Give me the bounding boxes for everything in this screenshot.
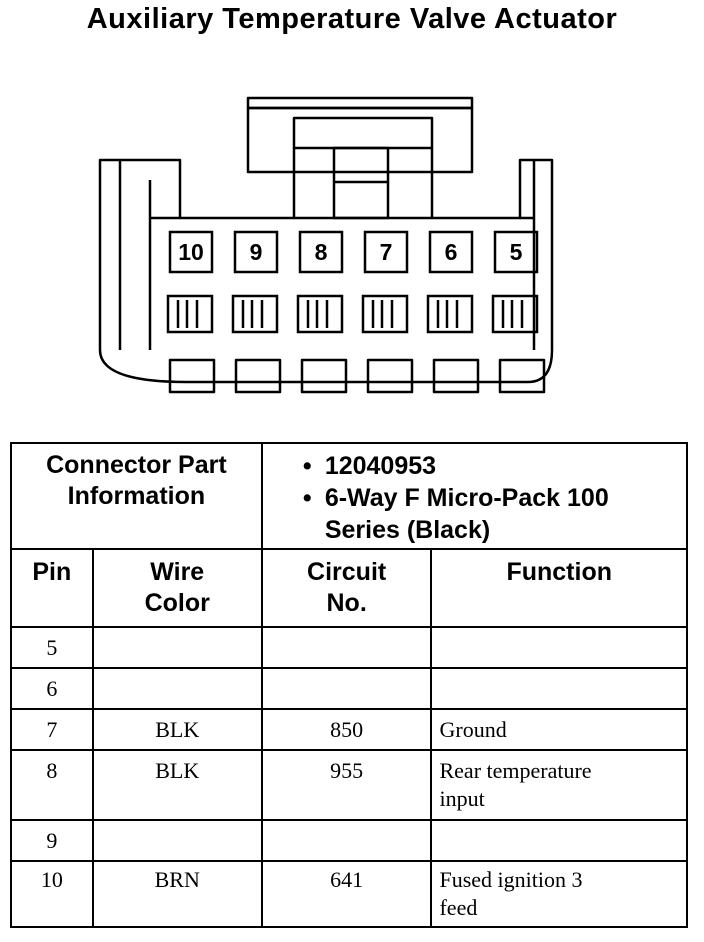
function-line2: feed — [439, 895, 478, 920]
terminal-cavity — [231, 294, 279, 334]
table-row: 9 — [10, 819, 688, 862]
function-line1: Rear temperature — [439, 758, 592, 783]
connector-description: • 6-Way F Micro-Pack 100 — [303, 482, 686, 514]
connector-body-outline — [98, 158, 554, 384]
terminal-cavity — [166, 294, 214, 334]
connector-bottom-tab — [300, 358, 348, 394]
terminal-cavity — [361, 294, 409, 334]
pin-cell: 10 — [10, 860, 94, 928]
pin-cell: 7 — [10, 708, 94, 751]
connector-bottom-tab — [432, 358, 480, 394]
function-line1: Ground — [439, 717, 507, 742]
connector-description-line1: 6-Way F Micro-Pack 100 — [324, 484, 609, 512]
terminal-cavity — [296, 294, 344, 334]
column-header-function-label: Function — [506, 558, 612, 586]
connector-pin-table: Connector Part Information • 12040953 • 6-… — [10, 442, 689, 928]
column-header-wire-color-line1: Wire — [150, 558, 205, 586]
connector-info-label: Connector Part Information — [10, 442, 263, 550]
circuit-cell: 641 — [260, 860, 433, 928]
pin-number-label: 9 — [250, 239, 263, 265]
circuit-cell — [260, 819, 433, 862]
connector-info-label-line1: Connector Part — [46, 451, 227, 479]
wire-color-cell — [91, 626, 263, 669]
connector-info-values: • 12040953 • 6-Way F Micro-Pack 100 Series… — [260, 442, 689, 550]
connector-bottom-tab — [498, 358, 546, 394]
table-row: 8 BLK 955 Rear temperature input — [10, 749, 688, 821]
connector-info-label-line2: Information — [67, 482, 206, 510]
table-row: 5 — [10, 626, 688, 669]
pin-cell: 6 — [10, 667, 94, 710]
column-header-pin: Pin — [10, 548, 94, 628]
part-number-value: 12040953 — [324, 452, 437, 480]
function-line2: input — [439, 786, 485, 811]
column-header-wire-color-line2: Color — [144, 589, 210, 617]
column-header-pin-label: Pin — [32, 558, 72, 586]
connector-top-latch — [246, 96, 474, 110]
circuit-cell — [260, 626, 433, 669]
connector-lock-housing — [246, 106, 474, 174]
wire-color-cell — [91, 819, 263, 862]
column-header-wire-color: Wire Color — [91, 548, 263, 628]
pin-cell: 9 — [10, 819, 94, 862]
connector-diagram: 10 9 8 7 6 5 — [98, 96, 554, 394]
circuit-cell: 850 — [260, 708, 433, 751]
pin-number-label: 5 — [510, 239, 523, 265]
wire-color-cell: BLK — [91, 749, 263, 821]
terminal-cavity — [491, 294, 539, 334]
column-header-circuit-line1: Circuit — [307, 558, 387, 586]
wire-color-cell: BRN — [91, 860, 263, 928]
function-line1: Fused ignition 3 — [439, 867, 583, 892]
function-cell — [430, 626, 688, 669]
function-cell — [430, 667, 688, 710]
connector-bottom-tab — [168, 358, 216, 394]
column-header-circuit: Circuit No. — [260, 548, 433, 628]
connector-bottom-tab — [234, 358, 282, 394]
table-row: 10 BRN 641 Fused ignition 3 feed — [10, 860, 688, 928]
column-header-circuit-line2: No. — [326, 589, 367, 617]
pin-number-box — [428, 230, 474, 274]
table-row: 6 — [10, 667, 688, 710]
pin-number-label: 8 — [315, 239, 328, 265]
function-cell — [430, 819, 688, 862]
function-cell: Fused ignition 3 feed — [430, 860, 688, 928]
connector-bottom-tab — [366, 358, 414, 394]
connector-description-line2: Series (Black) — [324, 516, 491, 544]
pin-number-box — [233, 230, 279, 274]
pin-number-label: 7 — [380, 239, 393, 265]
page-title: Auxiliary Temperature Valve Actuator — [86, 3, 618, 35]
function-cell: Ground — [430, 708, 688, 751]
circuit-cell: 955 — [260, 749, 433, 821]
function-cell: Rear temperature input — [430, 749, 688, 821]
pin-number-box — [298, 230, 344, 274]
pin-number-label: 10 — [178, 239, 204, 265]
circuit-cell — [260, 667, 433, 710]
connector-lock-recess — [292, 116, 434, 150]
part-number: • 12040953 — [303, 450, 686, 482]
wire-color-cell: BLK — [91, 708, 263, 751]
pin-number-box — [168, 230, 214, 274]
pin-number-box — [493, 230, 539, 274]
pin-cell: 8 — [10, 749, 94, 821]
pin-number-label: 6 — [445, 239, 458, 265]
connector-info-row: Connector Part Information • 12040953 • 6-… — [10, 442, 689, 550]
pin-cell: 5 — [10, 626, 94, 669]
terminal-cavity — [426, 294, 474, 334]
bullet-icon: • — [302, 452, 312, 480]
column-header-function: Function — [430, 548, 688, 628]
table-row: 7 BLK 850 Ground — [10, 708, 688, 751]
bullet-icon: • — [302, 484, 312, 512]
column-header-row: Pin Wire Color Circuit No. Function — [10, 548, 688, 628]
pin-number-box — [363, 230, 409, 274]
wire-color-cell — [91, 667, 263, 710]
